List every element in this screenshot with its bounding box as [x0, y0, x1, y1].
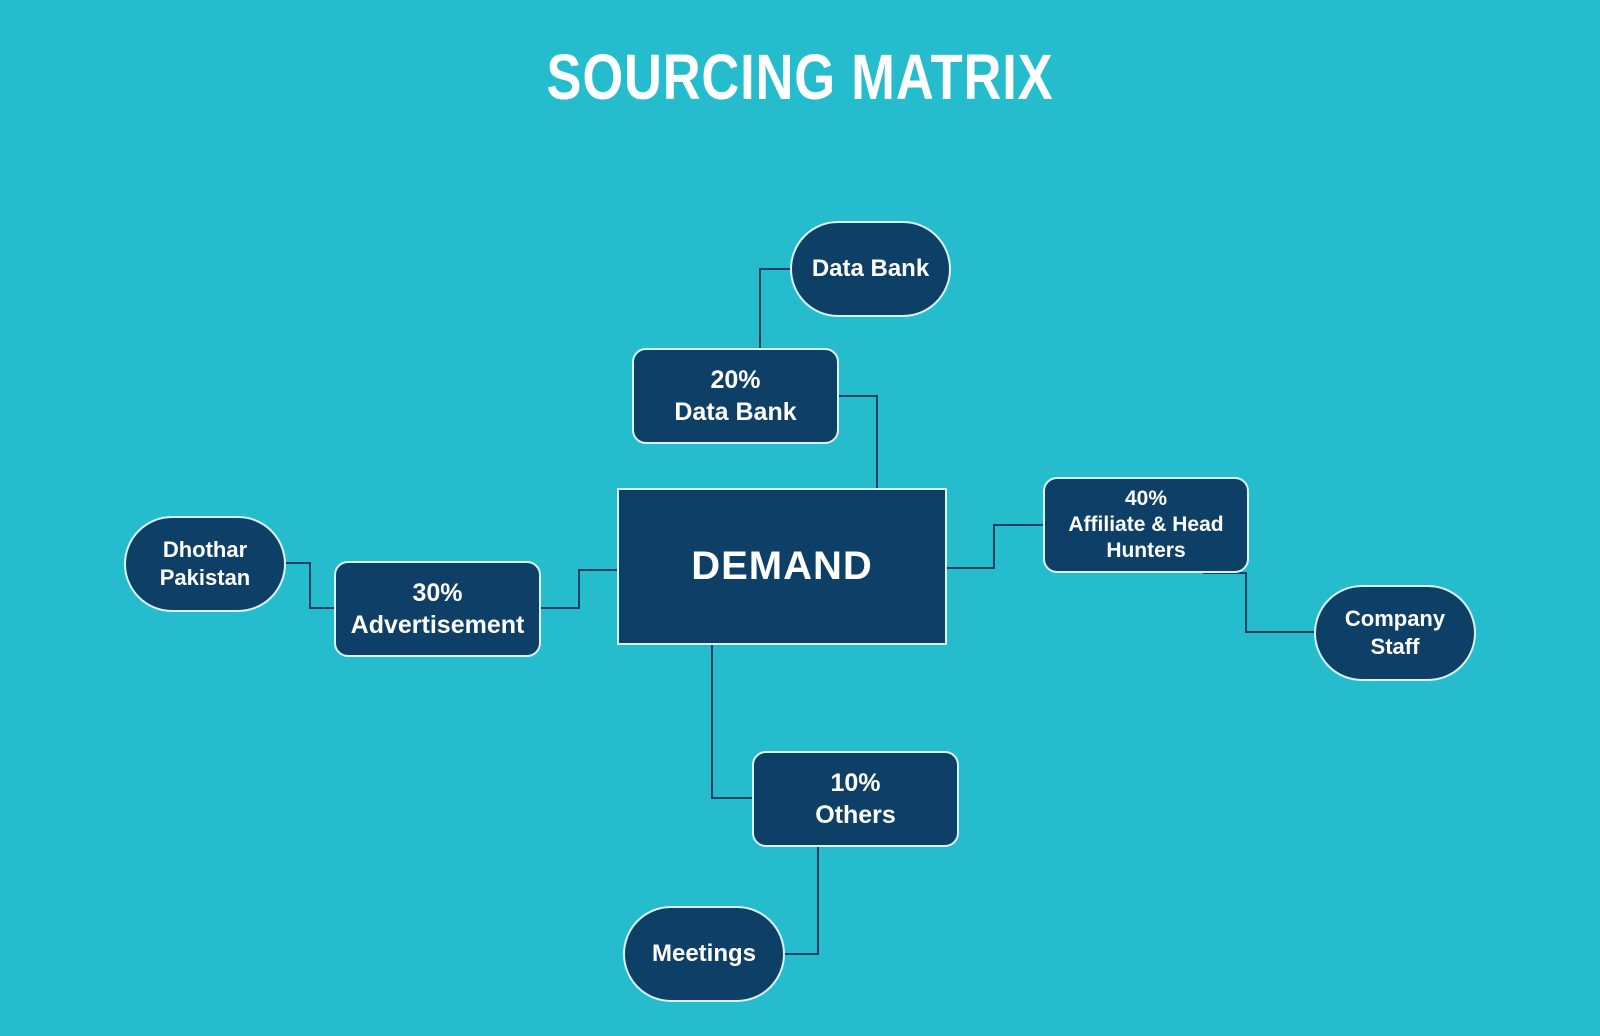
connector-demand-to-databank [838, 395, 878, 488]
category-others: 10% Others [752, 751, 959, 847]
source-data-bank: Data Bank [790, 221, 951, 317]
connector-others-to-meetings [785, 846, 819, 955]
source-meetings: Meetings [623, 906, 785, 1002]
connector-affiliate-to-company-staff [1203, 572, 1314, 633]
category-affiliate-percent: 40% [1124, 486, 1168, 510]
connector-demand-to-advertisement [540, 569, 617, 609]
source-dhothar-pakistan: Dhothar Pakistan [124, 516, 286, 612]
connector-demand-to-affiliate [946, 524, 1043, 569]
source-dhothar-line1: Dhothar [162, 536, 248, 562]
category-data-bank: 20% Data Bank [632, 348, 839, 444]
category-advertisement-label: Advertisement [350, 611, 525, 639]
category-data-bank-label: Data Bank [674, 398, 797, 426]
source-company-staff-line2: Staff [1370, 634, 1420, 659]
category-advertisement-percent: 30% [412, 579, 463, 607]
diagram-title: SOURCING MATRIX [546, 41, 1054, 113]
source-company-staff-line1: Company [1344, 605, 1446, 631]
source-meetings-label: Meetings [651, 939, 756, 967]
category-affiliate-label-line2: Hunters [1106, 539, 1186, 563]
category-others-label: Others [815, 801, 896, 829]
category-advertisement: 30% Advertisement [334, 561, 541, 657]
category-affiliate-head-hunters: 40% Affiliate & Head Hunters [1043, 477, 1249, 573]
source-data-bank-label: Data Bank [811, 254, 930, 282]
category-others-percent: 10% [830, 769, 881, 797]
connector-databank-to-source [759, 268, 790, 349]
category-data-bank-percent: 20% [710, 366, 761, 394]
center-demand-label: DEMAND [691, 543, 873, 588]
connector-demand-to-others [711, 645, 752, 799]
source-company-staff: Company Staff [1314, 585, 1476, 681]
center-demand: DEMAND [617, 488, 947, 645]
connector-advertisement-to-dhothar [286, 562, 334, 609]
source-dhothar-line2: Pakistan [159, 565, 251, 590]
category-affiliate-label-line1: Affiliate & Head [1068, 512, 1224, 536]
